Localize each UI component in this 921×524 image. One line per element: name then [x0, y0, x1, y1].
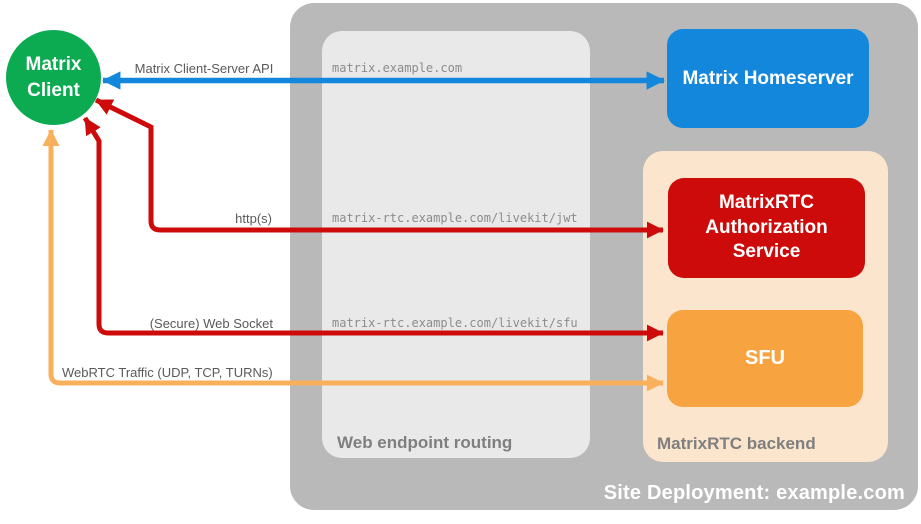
matrix-homeserver-node: Matrix Homeserver	[667, 29, 869, 128]
endpoint-livekit-jwt: matrix-rtc.example.com/livekit/jwt	[332, 211, 578, 225]
sfu-node: SFU	[667, 310, 863, 407]
web-endpoint-routing-group: Web endpoint routing	[322, 31, 590, 458]
matrix-client-label-line1: Matrix	[25, 53, 82, 75]
matrixrtc-authorization-service-node: MatrixRTC Authorization Service	[668, 178, 865, 278]
site-deployment-label: Site Deployment: example.com	[603, 482, 905, 504]
web-endpoint-routing-label: Web endpoint routing	[337, 433, 513, 452]
sfu-label: SFU	[745, 347, 785, 369]
webrtc-traffic-label: WebRTC Traffic (UDP, TCP, TURNs)	[62, 365, 273, 380]
matrixrtc-authorization-service-label: MatrixRTC Authorization Service	[705, 191, 828, 263]
client-server-api-label: Matrix Client-Server API	[134, 61, 274, 76]
websocket-label: (Secure) Web Socket	[149, 316, 273, 331]
matrixrtc-backend-label: MatrixRTC backend	[657, 434, 816, 453]
https-label: http(s)	[235, 211, 272, 226]
matrix-client-node: Matrix Client	[6, 30, 101, 125]
endpoint-matrix-homeserver: matrix.example.com	[332, 61, 463, 75]
matrix-client-label-line2: Client	[27, 79, 80, 101]
matrix-homeserver-label: Matrix Homeserver	[682, 67, 854, 89]
endpoint-livekit-sfu: matrix-rtc.example.com/livekit/sfu	[332, 316, 578, 330]
